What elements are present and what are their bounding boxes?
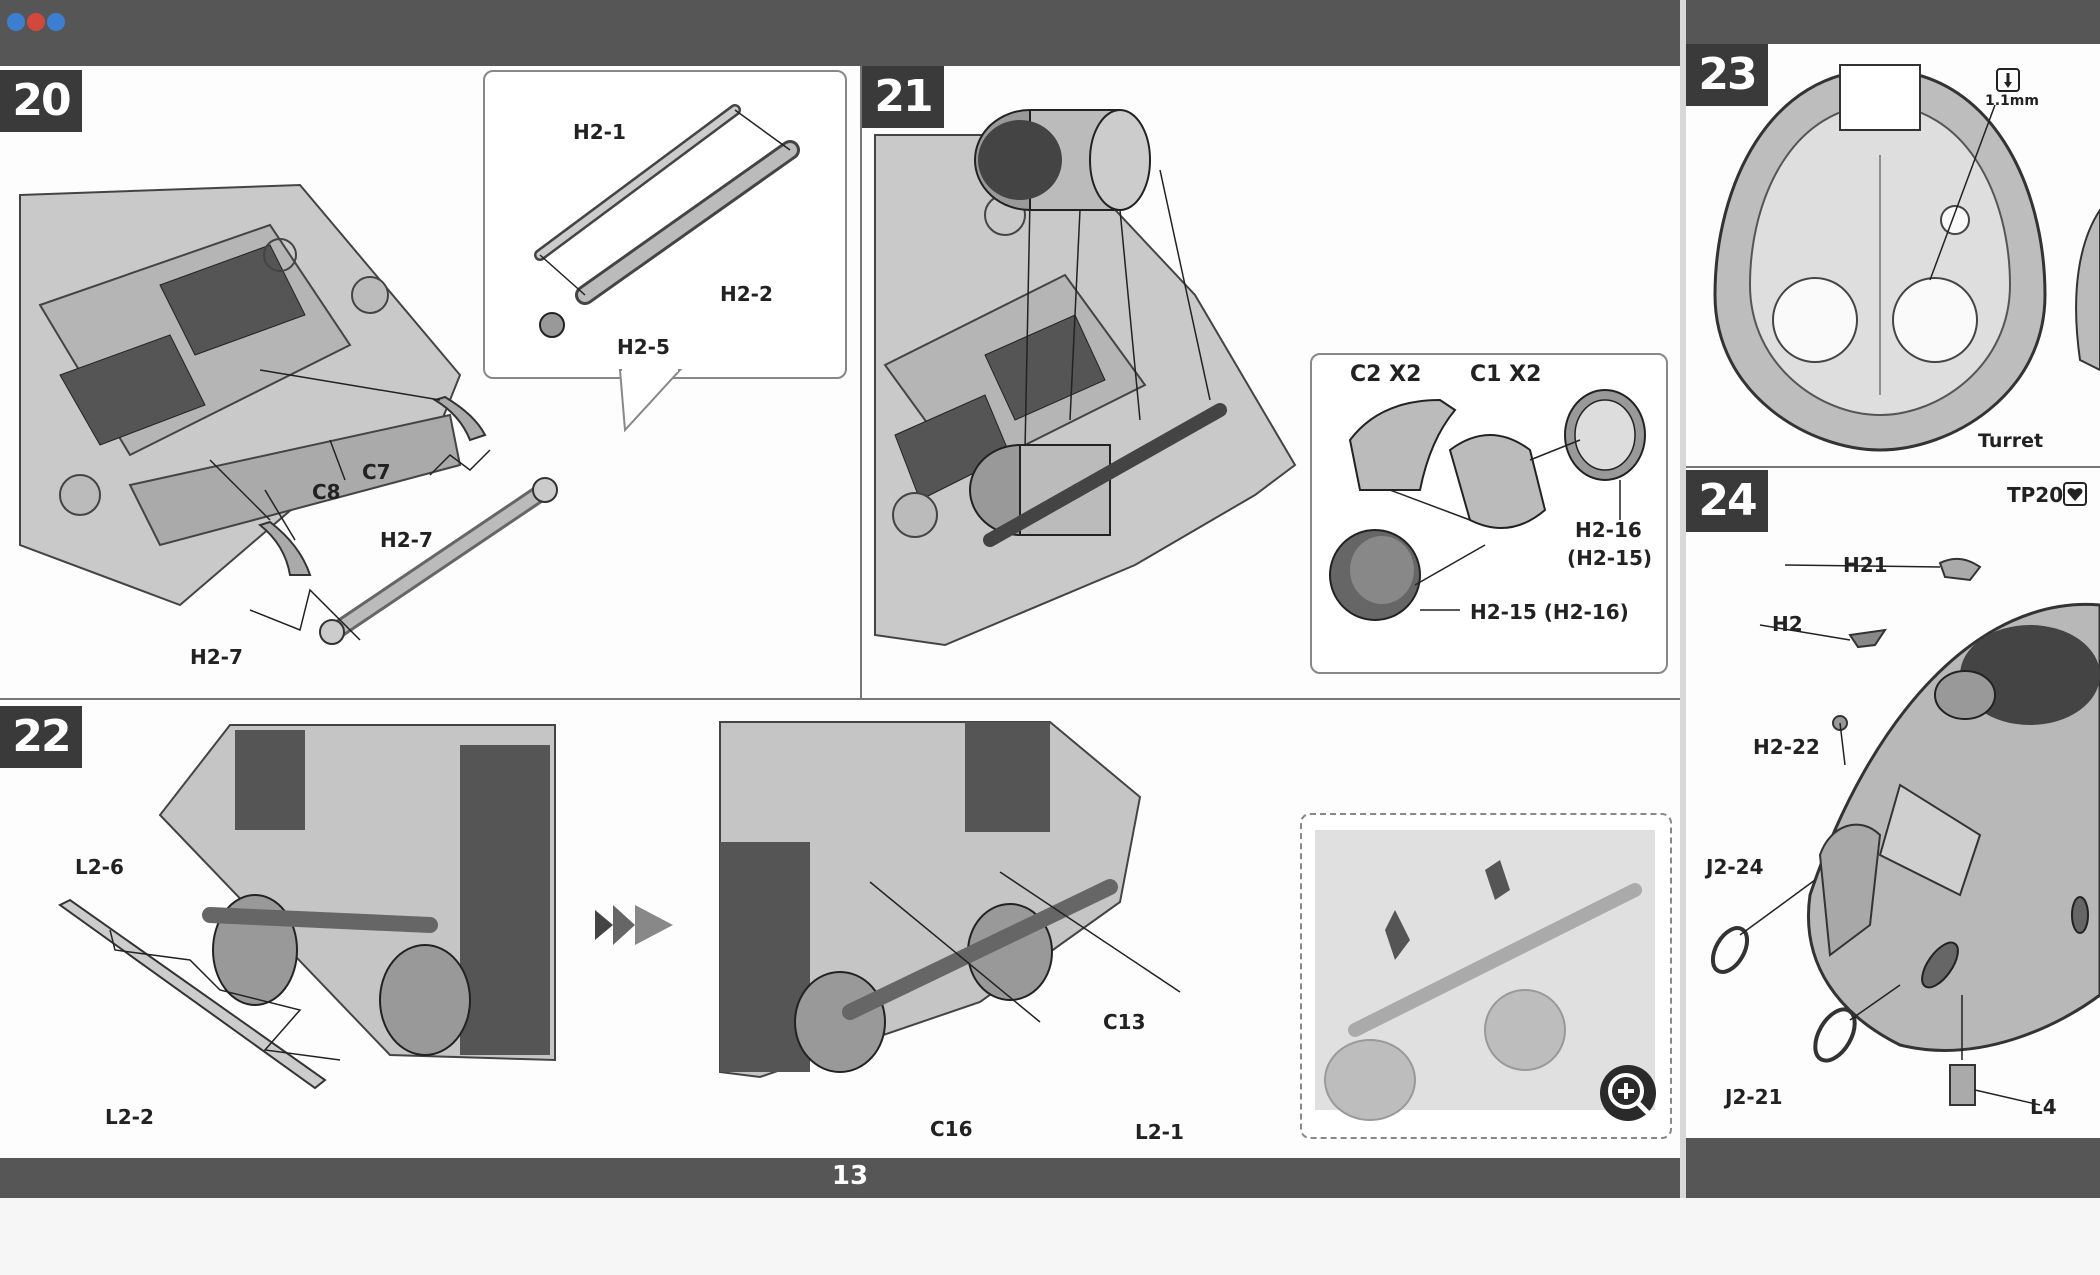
- divider-23-24: [1686, 466, 2100, 468]
- divider-20-21: [860, 66, 862, 698]
- callout-c1-label: C1: [1470, 362, 1502, 387]
- callout-h2-1: H2-1: [573, 120, 626, 144]
- callout-tp20: TP20: [2007, 483, 2064, 507]
- callout-h21: H21: [1843, 553, 1888, 577]
- watermark-logo: [4, 8, 74, 38]
- step-23-badge: 23: [1686, 44, 1768, 106]
- callout-h2-2: H2-2: [720, 282, 773, 306]
- step-22-badge: 22: [0, 706, 82, 768]
- step-23-next-turret-edge: [2075, 208, 2100, 372]
- step-24-badge: 24: [1686, 470, 1768, 532]
- step-20-bracket-c7: [432, 395, 487, 442]
- step-20-bracket-c8: [257, 520, 312, 576]
- callout-h2-7-b: H2-7: [190, 645, 243, 669]
- step-20-badge: 20: [0, 70, 82, 132]
- callout-j2-24: J2-24: [1706, 855, 1764, 879]
- step-21-fuel-drums: [969, 109, 1227, 547]
- callout-l2-1: L2-1: [1135, 1120, 1184, 1144]
- callout-c1-qty: X2: [1509, 362, 1542, 387]
- step-22-hull-drawing-before: [158, 724, 556, 1062]
- divider-row: [0, 698, 1680, 700]
- page-number: 13: [831, 1161, 869, 1191]
- top-band-right: [1686, 0, 2100, 44]
- step-20-bubble-tail: [618, 368, 683, 433]
- zoom-in-icon-graphic: [1608, 1073, 1650, 1115]
- callout-c1: C1 X2: [1470, 362, 1541, 387]
- callout-c2-qty: X2: [1389, 362, 1422, 387]
- step-21-badge: 21: [862, 66, 944, 128]
- callout-c16: C16: [930, 1117, 973, 1141]
- callout-l2-2: L2-2: [105, 1105, 154, 1129]
- callout-l2-6: L2-6: [75, 855, 124, 879]
- step-22-hull-drawing-after: [719, 721, 1181, 1079]
- callout-l4: L4: [2030, 1095, 2057, 1119]
- step-20-hull-drawing: [19, 183, 462, 607]
- heart-icon: [2063, 482, 2087, 506]
- step-21-detail-parts: [1329, 389, 1646, 621]
- callout-h2: H2: [1772, 612, 1803, 636]
- callout-h2-16: H2-16: [1575, 518, 1642, 542]
- callout-c2-label: C2: [1350, 362, 1382, 387]
- step-22-zoom-drawing: [1315, 830, 1655, 1121]
- step-20-rod: [319, 477, 558, 645]
- callout-c8: C8: [312, 480, 341, 504]
- zoom-in-icon: [1600, 1065, 1656, 1121]
- step-20-detail-rods: [534, 104, 800, 338]
- callout-h2-15: H2-15 (H2-16): [1470, 600, 1629, 624]
- step-24-small-parts: [1710, 557, 2041, 1106]
- bottom-band: [0, 1158, 1680, 1198]
- bottom-band-right: [1686, 1138, 2100, 1198]
- step-23-turret-drawing: [1713, 64, 2047, 452]
- scan-background: [0, 1198, 2100, 1275]
- step-22-arrow-icon: [595, 905, 673, 945]
- callout-c7: C7: [362, 460, 391, 484]
- callout-c2: C2 X2: [1350, 362, 1421, 387]
- callout-j2-21: J2-21: [1725, 1085, 1783, 1109]
- drill-icon: [1996, 68, 2020, 92]
- callout-h2-7-a: H2-7: [380, 528, 433, 552]
- callout-c13: C13: [1103, 1010, 1146, 1034]
- step-20-leader-lines: [209, 369, 491, 641]
- step-24-turret-drawing: [1807, 602, 2100, 1052]
- callout-turret: Turret: [1978, 430, 2044, 452]
- callout-h2-16-alt: (H2-15): [1567, 546, 1653, 570]
- watermark-logo-graphic: [7, 13, 65, 31]
- page-gutter: [1680, 0, 1686, 1200]
- callout-drill-size: 1.1mm: [1985, 93, 2039, 109]
- step-22-bar-l2-6: [58, 898, 341, 1090]
- callout-h2-22: H2-22: [1753, 735, 1820, 759]
- callout-h2-5: H2-5: [617, 335, 670, 359]
- top-band: [0, 0, 1680, 66]
